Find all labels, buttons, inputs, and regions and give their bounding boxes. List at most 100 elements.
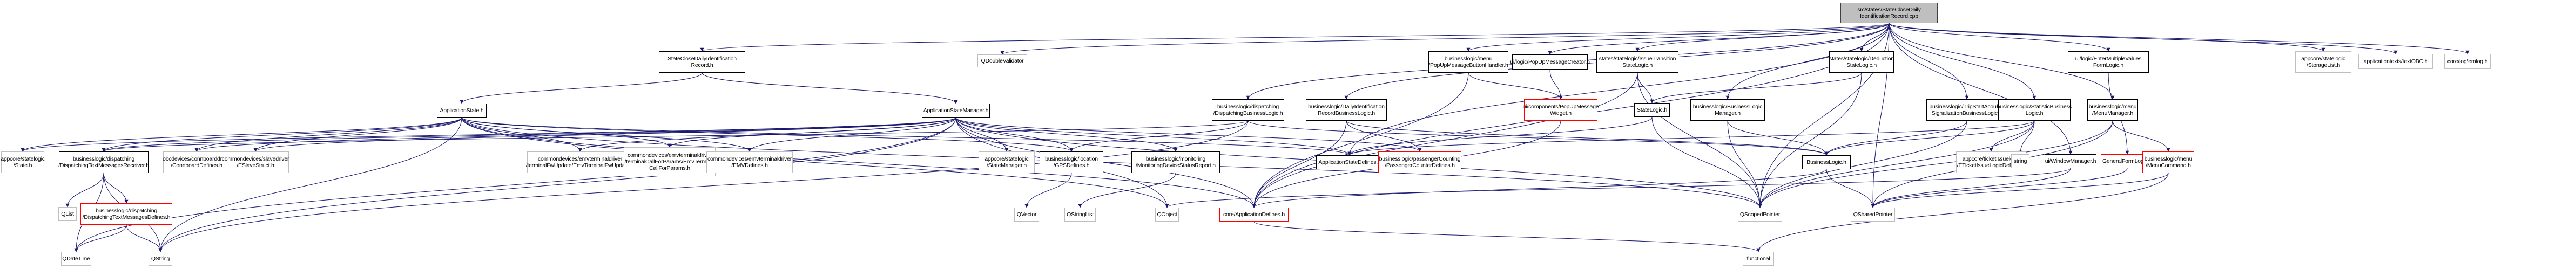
node-label: ApplicationState.h xyxy=(440,107,484,114)
node-label: string xyxy=(2013,158,2027,164)
node-label: ui/logic/PopUpMessageCreator.h xyxy=(1510,59,1590,65)
edge-dsl-to-qscoped xyxy=(1758,72,1862,208)
node-label: QList xyxy=(61,211,74,217)
edge-asm-to-qdatetime xyxy=(74,117,956,252)
graph-node-qvector: QVector xyxy=(1014,208,1039,222)
edge-mdsr-to-qstringlist xyxy=(1078,173,1176,208)
edge-asm-to-statemgr xyxy=(955,117,1009,152)
node-label: states/statelogic/IssueTransition StateL… xyxy=(1599,56,1676,68)
edge-root-to-sc_rec xyxy=(700,23,1890,52)
edge-dtmr-to-dtmd xyxy=(103,173,129,204)
edge-dirbl-to-bl xyxy=(1346,120,1829,156)
edge-asm-to-asdef xyxy=(955,117,1352,156)
graph-node-dtmr[interactable]: businesslogic/dispatching /DispatchingTe… xyxy=(58,151,149,173)
graph-node-dtmd[interactable]: businesslogic/dispatching /DispatchingTe… xyxy=(80,203,172,225)
edge-pumbh-to-pumw xyxy=(1468,72,1563,100)
graph-node-mdsr[interactable]: businesslogic/monitoring /MonitoringDevi… xyxy=(1131,151,1220,173)
edge-sbl-to-bl xyxy=(1824,120,2035,156)
node-label: appcore/ticketissuelogic /ETicketIssueLo… xyxy=(1957,156,2026,169)
node-label: QScopedPointer xyxy=(1739,211,1781,218)
node-label: ui/components/PopUpMessage Widget.h xyxy=(1522,104,1599,116)
edge-sbl-to-qscoped xyxy=(1758,120,2035,208)
edge-dtmd-to-qdatetime xyxy=(74,224,127,252)
graph-node-blm[interactable]: businesslogic/BusinessLogic Manager.h xyxy=(1690,99,1765,121)
graph-node-asm[interactable]: ApplicationStateManager.h xyxy=(922,104,990,118)
node-label: StateCloseDailyIdentification Record.h xyxy=(667,56,737,68)
graph-node-dsl[interactable]: states/statelogic/Deduction StateLogic.h xyxy=(1829,51,1894,73)
edge-tsas-to-bl xyxy=(1824,120,1967,156)
edge-root-to-asdef xyxy=(1347,23,1890,156)
edge-bl-to-appdef xyxy=(1252,169,1827,208)
graph-node-pumbh[interactable]: businesslogic/menu /PopUpMessageButtonHa… xyxy=(1428,51,1508,73)
node-label: core/log/emlog.h xyxy=(2447,58,2488,65)
edge-winmgr-to-qshared xyxy=(1871,168,2071,208)
graph-node-eslave: commondevices/slavedriver /ESlaveStruct.… xyxy=(222,151,289,173)
graph-node-appdef[interactable]: core/ApplicationDefines.h xyxy=(1219,208,1289,222)
graph-node-bl[interactable]: BusinessLogic.h xyxy=(1802,155,1851,169)
edge-dtmd-to-qstring xyxy=(126,224,163,252)
node-label: businesslogic/dispatching /DispatchingTe… xyxy=(58,156,149,169)
node-label: ApplicationStateDefines.h xyxy=(1318,159,1381,165)
node-label: ApplicationStateManager.h xyxy=(923,107,989,114)
graph-node-menumgr[interactable]: businesslogic/menu /MenuManager.h xyxy=(2087,99,2138,121)
graph-node-qstring: QString xyxy=(149,252,172,266)
graph-node-emvfl[interactable]: ui/logic/EnterMultipleValues FormLogic.h xyxy=(2068,51,2149,73)
node-label: businesslogic/dispatching /DispatchingTe… xyxy=(82,208,171,220)
edge-sbl-to-string xyxy=(2018,120,2035,155)
edge-dbl-to-bl xyxy=(1247,120,1829,156)
edge-appstate-to-dtmr xyxy=(102,117,462,152)
edge-root-to-istl xyxy=(1635,23,1890,52)
edge-asm-to-state xyxy=(21,117,956,152)
graph-node-appstate[interactable]: ApplicationState.h xyxy=(437,104,487,118)
graph-node-string: string xyxy=(2011,154,2029,168)
node-label: QDoubleValidator xyxy=(981,58,1024,64)
edge-sbl-to-etick xyxy=(1989,120,2035,152)
edge-appstate-to-connb xyxy=(194,117,462,152)
graph-node-istl[interactable]: states/statelogic/IssueTransition StateL… xyxy=(1596,51,1678,73)
graph-node-storage: appcore/statelogic /StorageList.h xyxy=(2295,51,2351,73)
graph-node-qdatetime: QDateTime xyxy=(61,252,91,266)
graph-node-pcdef[interactable]: businesslogic/passengerCounting /Passeng… xyxy=(1378,151,1461,173)
graph-node-tsas[interactable]: businesslogic/TripStartAcoustic Signaliz… xyxy=(1926,99,2007,121)
edge-winmgr-to-qobject xyxy=(1165,168,2071,208)
graph-node-statelogic[interactable]: StateLogic.h xyxy=(1634,103,1670,117)
graph-node-sc-rec[interactable]: StateCloseDailyIdentification Record.h xyxy=(659,51,745,73)
edge-root-to-emlog xyxy=(1889,23,2470,54)
graph-node-qdv: QDoubleValidator xyxy=(977,54,1027,67)
edge-istl-to-qscoped xyxy=(1637,72,1762,208)
edge-root-to-winmgr xyxy=(1889,23,2073,155)
graph-node-dbl[interactable]: businesslogic/dispatching /DispatchingBu… xyxy=(1212,99,1284,121)
edge-tsas-to-qscoped xyxy=(1758,120,1967,208)
edge-dirbl-to-appdef xyxy=(1252,120,1347,208)
edge-menumgr-to-qscoped xyxy=(1758,120,2113,208)
edge-root-to-menumgr xyxy=(1889,23,2115,100)
node-label: functional xyxy=(1746,256,1770,262)
graph-node-emvfw: commondevices/emvterminaldriver /termina… xyxy=(526,151,634,173)
edge-root-to-sbl xyxy=(1889,23,2036,100)
edge-dbl-to-gps xyxy=(1069,120,1249,152)
node-label: businesslogic/location /GPSDefines.h xyxy=(1045,156,1098,169)
edge-menucmd-to-functional xyxy=(1756,173,2169,252)
graph-node-asdef[interactable]: ApplicationStateDefines.h xyxy=(1316,155,1383,169)
graph-node-menucmd[interactable]: businesslogic/menu /MenuCommand.h xyxy=(2142,151,2194,173)
graph-node-emlog: core/log/emlog.h xyxy=(2444,54,2491,69)
graph-node-sbl[interactable]: businesslogic/StatisticBusiness Logic.h xyxy=(1997,99,2072,121)
edge-blm-to-bl xyxy=(1727,120,1829,156)
edge-root-to-tsas xyxy=(1889,23,1969,100)
graph-node-pumw[interactable]: ui/components/PopUpMessage Widget.h xyxy=(1522,99,1599,121)
graph-node-pumc[interactable]: ui/logic/PopUpMessageCreator.h xyxy=(1510,54,1590,70)
graph-node-functional: functional xyxy=(1743,252,1774,266)
graph-node-textobc: applicationtexts/textOBC.h xyxy=(2358,54,2433,69)
node-label: businesslogic/menu /MenuManager.h xyxy=(2088,104,2137,116)
node-label: appcore/statelogic /StorageList.h xyxy=(2301,56,2345,68)
node-label: src/states/StateCloseDaily Identificatio… xyxy=(1857,6,1921,19)
edge-menucmd-to-qshared xyxy=(1871,173,2169,208)
graph-node-dirbl[interactable]: businesslogic/DailyIdentification Record… xyxy=(1306,99,1387,121)
edge-appdef-to-functional xyxy=(1253,221,1761,252)
graph-node-winmgr[interactable]: ui/WindowManager.h xyxy=(2045,154,2096,168)
graph-node-qlist: QList xyxy=(58,207,77,221)
graph-node-connb: obcdevices/connboarddriver /ConnboardDef… xyxy=(163,151,231,173)
graph-node-qscoped: QScopedPointer xyxy=(1738,208,1782,222)
edge-sbl-to-asdef xyxy=(1347,120,2035,156)
graph-node-gps[interactable]: businesslogic/location /GPSDefines.h xyxy=(1040,151,1103,173)
